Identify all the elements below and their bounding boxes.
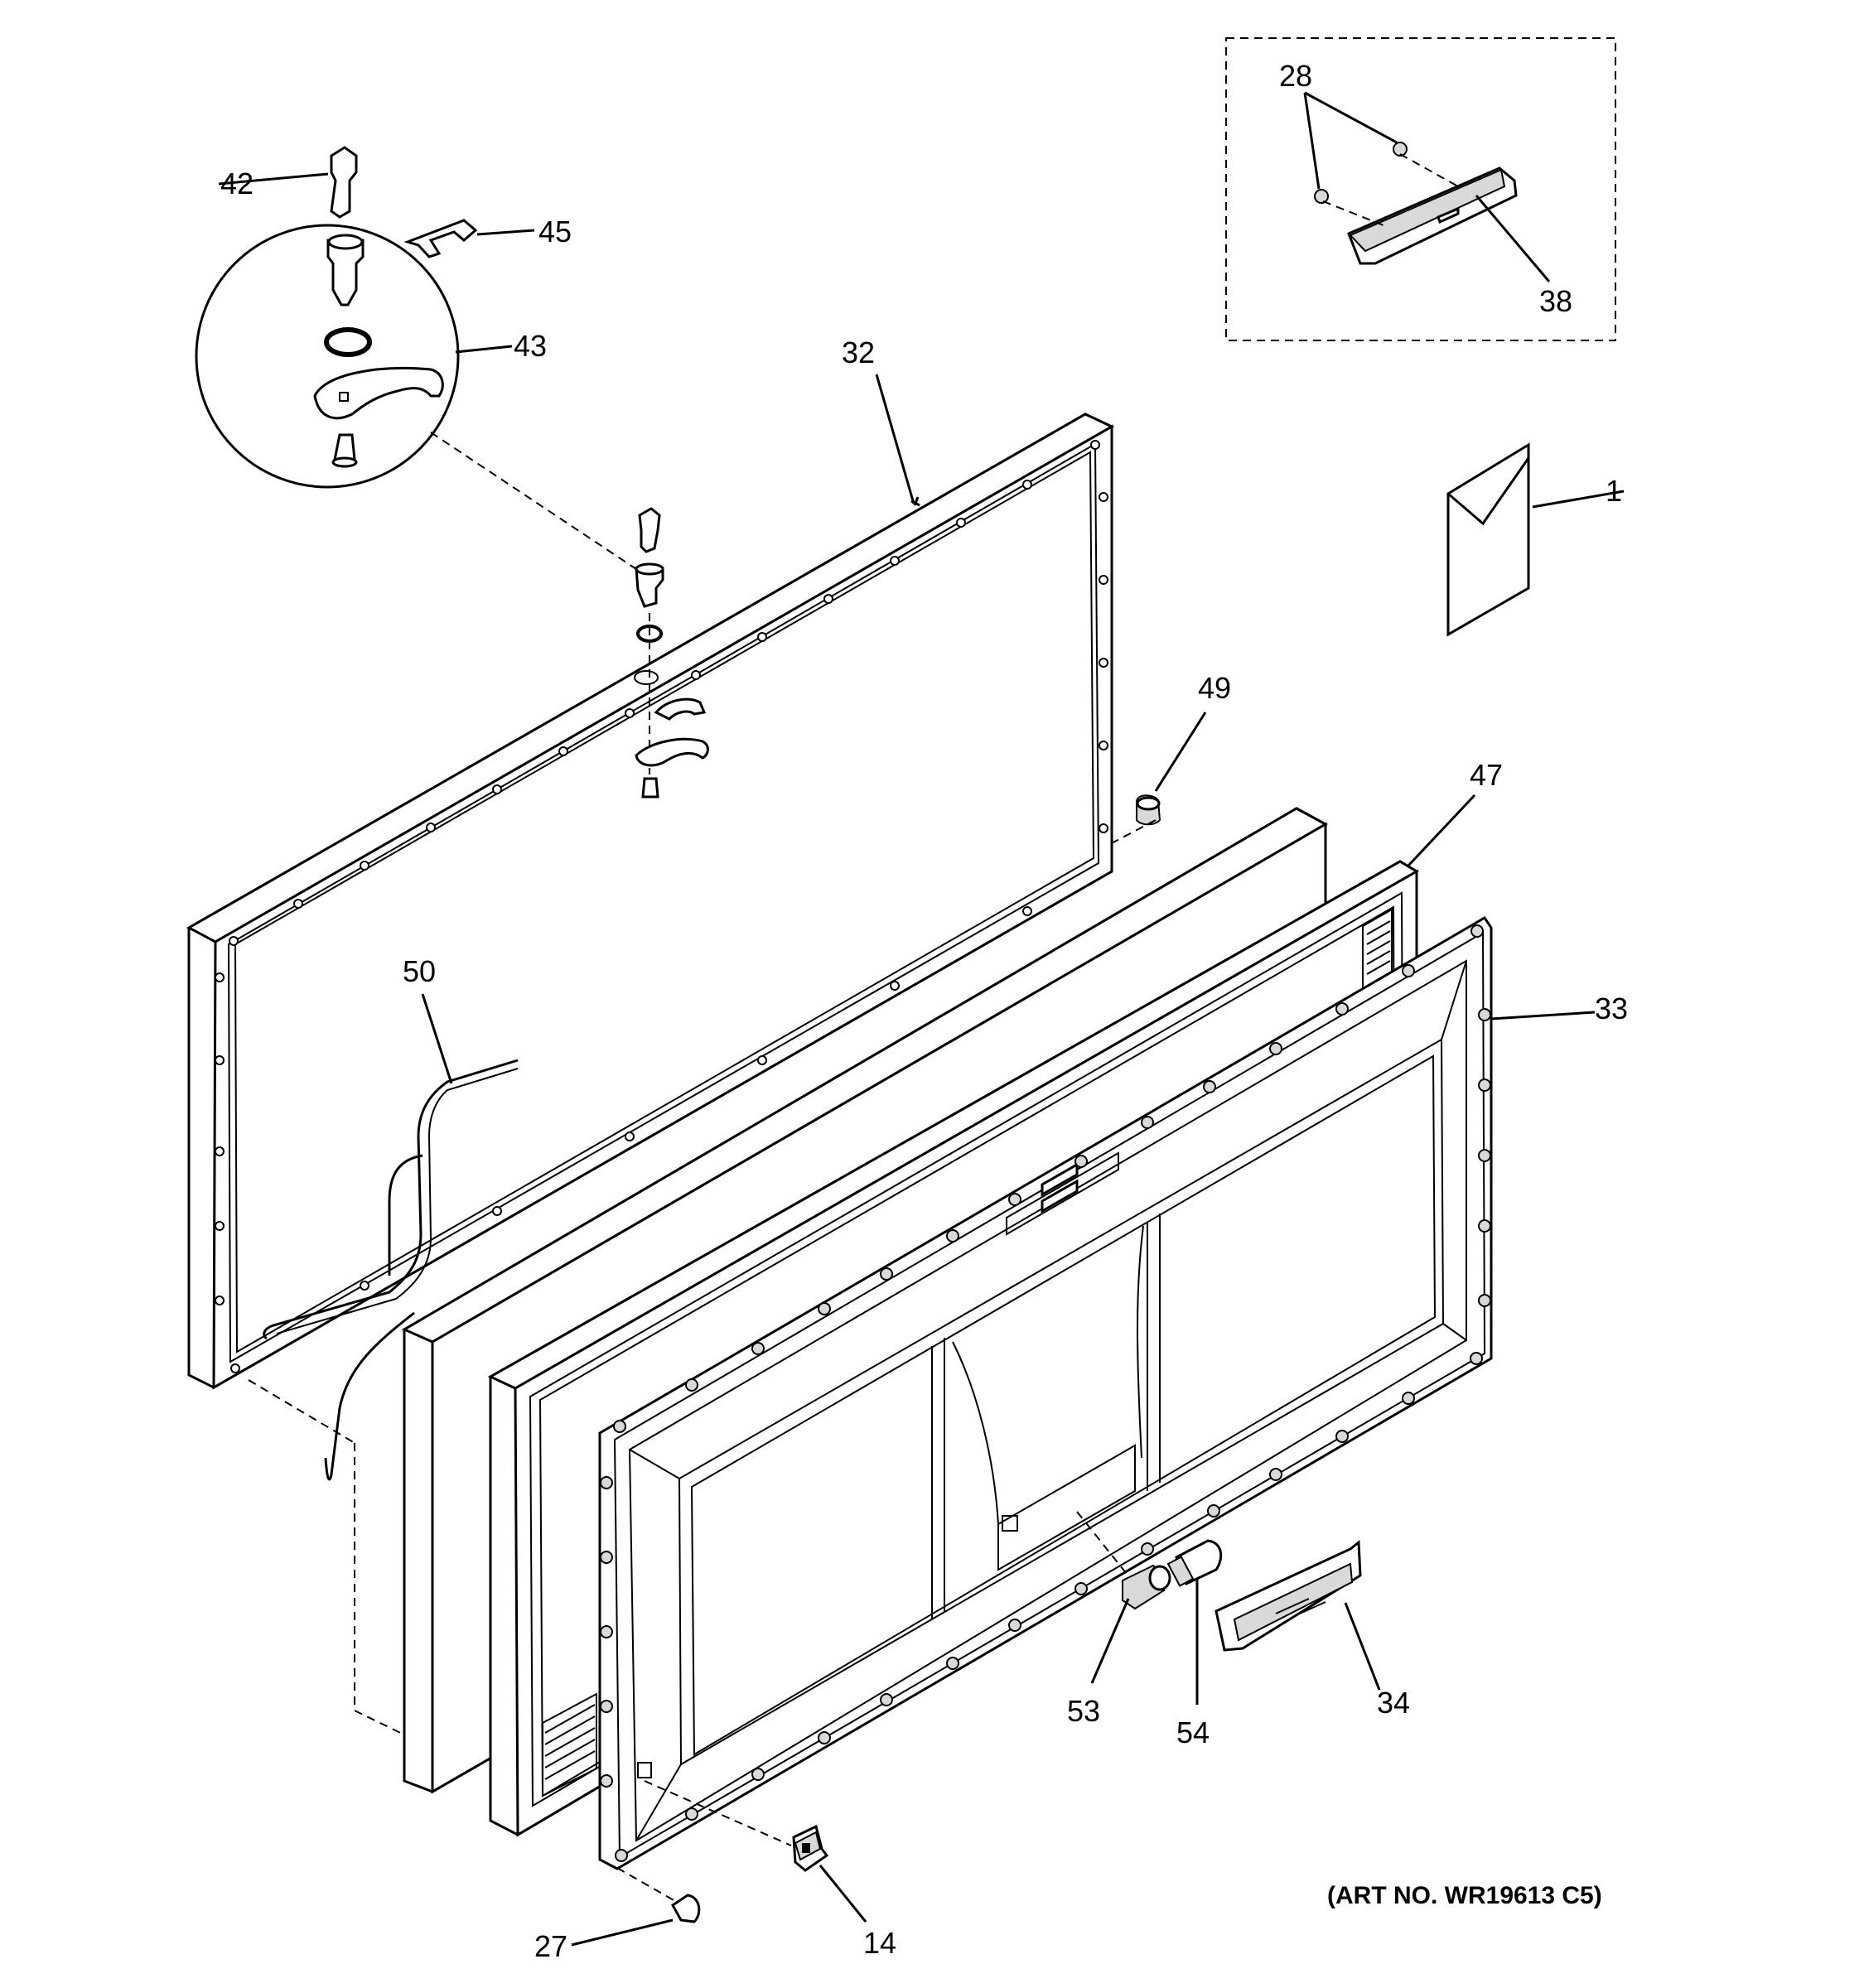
handle-part [1347, 166, 1518, 265]
label-part-50: 50 [403, 954, 436, 988]
light-bulb-part [1166, 1539, 1223, 1705]
label-part-14: 14 [863, 1926, 896, 1960]
screw-holes [215, 440, 1108, 1373]
part-labels: 1 14 27 28 32 33 34 38 42 43 45 47 49 50… [220, 59, 1628, 1963]
label-part-38: 38 [1539, 284, 1572, 318]
nut-part [1393, 142, 1408, 157]
label-part-28: 28 [1279, 59, 1312, 93]
leader-line [1475, 195, 1551, 282]
inset-box-handle-kit [1225, 37, 1616, 341]
label-part-53: 53 [1067, 1694, 1100, 1728]
inner-door-liner-part [598, 915, 1596, 1870]
literature-envelope-part [1446, 442, 1625, 637]
lock-detail-circle [195, 146, 637, 570]
label-part-1: 1 [1606, 474, 1622, 508]
label-part-45: 45 [538, 215, 572, 248]
door-switch-part [644, 1780, 867, 1923]
label-part-34: 34 [1377, 1686, 1410, 1720]
label-part-32: 32 [842, 335, 875, 369]
label-part-27: 27 [534, 1929, 567, 1963]
leader-line [1303, 92, 1321, 190]
label-part-33: 33 [1595, 992, 1628, 1025]
liner-screw-holes [600, 924, 1491, 1862]
label-part-47: 47 [1470, 758, 1503, 792]
art-number: (ART NO. WR19613 C5) [1327, 1882, 1602, 1909]
leader-line [1304, 91, 1398, 144]
label-part-42: 42 [220, 166, 254, 200]
nut-part [1314, 189, 1329, 204]
push-pin-part [571, 1867, 701, 1947]
label-part-43: 43 [514, 329, 547, 363]
light-socket-part [1076, 1511, 1171, 1684]
label-part-54: 54 [1176, 1715, 1210, 1749]
control-cover-part [1214, 1539, 1381, 1691]
bumper-part [1108, 712, 1207, 846]
label-part-49: 49 [1198, 671, 1231, 705]
